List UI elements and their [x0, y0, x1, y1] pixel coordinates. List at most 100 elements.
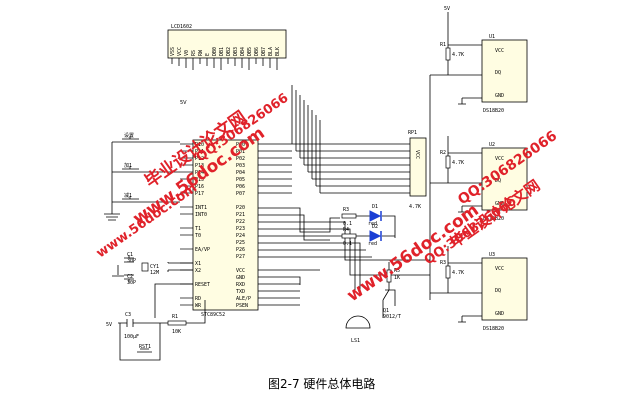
led2-color: red — [368, 241, 377, 247]
sensor-ref-2: U3 — [489, 252, 495, 258]
mcu-right-pin-7: P07 — [236, 191, 245, 197]
led-section: R3 0.1 R4 0.1 D1 D2 red red — [341, 204, 396, 247]
mcu-left-pin-18: X2 — [195, 268, 201, 274]
sensor-pullup-0 — [445, 47, 451, 61]
led2-ref: D2 — [372, 224, 378, 230]
button-switch-0[interactable] — [118, 136, 180, 143]
lcd-ref: LCD1602 — [171, 24, 192, 30]
lcd-pin-0: VSS — [170, 47, 176, 56]
led1-resistor-value: 0.1 — [343, 221, 352, 227]
mcu-left-pin-6: P16 — [195, 184, 204, 190]
sensor-res-ref-0: R1 — [440, 42, 446, 48]
mcu-right-pin-16: P27 — [236, 254, 245, 260]
crystal-ref: CY1 — [150, 264, 159, 270]
sensor-dq-2: DQ — [495, 288, 501, 294]
sensor-part-0: DS18B20 — [483, 108, 504, 114]
sensor-res-val-0: 4.7K — [452, 52, 464, 58]
sensor-res-ref-1: R2 — [440, 150, 446, 156]
sensor-gnd-1: GND — [495, 201, 504, 207]
mcu-right-pin-11: P22 — [236, 219, 245, 225]
mcu-right-pin-13: P24 — [236, 233, 245, 239]
sensor-ref-0: U1 — [489, 34, 495, 40]
crystal-c1: C1 — [127, 252, 133, 258]
crystal-icon — [141, 262, 149, 272]
crystal-c2: C2 — [127, 274, 133, 280]
buzzer-resistor-value: 1K — [394, 275, 400, 281]
sensor-vcc-1: VCC — [495, 156, 504, 162]
mcu-right-pin-1: P01 — [236, 149, 245, 155]
sensor-wires-1 — [430, 136, 482, 213]
mcu-left-pin-1: P11 — [195, 149, 204, 155]
sensor-res-val-2: 4.7K — [452, 270, 464, 276]
led1-ref: D1 — [372, 204, 378, 210]
sensor-part-1: DS18B20 — [483, 216, 504, 222]
mcu-left-pin-4: P14 — [195, 170, 204, 176]
button-label-0: 设置 — [124, 132, 134, 139]
sensor-part-2: DS18B20 — [483, 326, 504, 332]
figure-caption: 图2-7 硬件总体电路 — [268, 376, 375, 391]
button-label-1: 加1 — [124, 162, 132, 169]
lcd-pin-3: RS — [191, 50, 197, 56]
led2-resistor-ref: R4 — [343, 227, 349, 233]
sensor-ref-1: U2 — [489, 142, 495, 148]
buzzer-transistor-value: 9012/T — [383, 314, 401, 320]
led2-resistor-value: 0.1 — [343, 241, 352, 247]
mcu-right-pin-0: P00 — [236, 142, 245, 148]
mcu-left-pin-7: P17 — [195, 191, 204, 197]
reset-section: 5V C3 100μF R1 10K RST1 — [106, 283, 206, 361]
mcu-left-pin-23: WR — [195, 303, 202, 309]
led1-color: red — [368, 221, 377, 227]
lcd-pin-5: E — [205, 53, 211, 56]
buzzer-icon — [345, 315, 371, 329]
sensor-gnd-2: GND — [495, 311, 504, 317]
data-bus-wires — [258, 85, 430, 306]
mcu-chip — [192, 139, 259, 311]
mcu-right-pin-20: RXD — [236, 282, 245, 288]
reset-switch: RST1 — [139, 344, 151, 350]
mcu-right-pin-22: ALE/P — [236, 296, 251, 302]
crystal-value: 12M — [150, 270, 159, 276]
reset-cap: C3 — [125, 312, 131, 318]
sensor-dq-0: DQ — [495, 70, 501, 76]
mcu-right-pin-12: P23 — [236, 226, 245, 232]
mcu-right-pin-9: P20 — [236, 205, 245, 211]
mcu-left-pin-0: P10 — [195, 142, 204, 148]
lcd-pin-13: DB7 — [261, 47, 267, 56]
mcu-right-pin-3: P03 — [236, 163, 245, 169]
lcd-pin-14: BLA — [268, 47, 274, 56]
sensor-pullup-2 — [445, 265, 451, 279]
rp1-value: 4.7K — [409, 204, 421, 210]
mcu-left-pin-13: T0 — [195, 233, 201, 239]
sensor-res-val-1: 4.7K — [452, 160, 464, 166]
mcu-right-pin-19: GND — [236, 275, 245, 281]
sensor-res-ref-2: R3 — [440, 260, 446, 266]
mcu-right-pin-4: P04 — [236, 170, 245, 176]
button-switch-1[interactable] — [118, 166, 180, 173]
led1-resistor-ref: R3 — [343, 207, 349, 213]
mcu-left-pin-2: P12 — [195, 156, 204, 162]
lcd-pin-6: DB0 — [212, 47, 218, 56]
buzzer-resistor: R5 — [394, 268, 400, 274]
sensor-dq-1: DQ — [495, 178, 501, 184]
button-switch-2[interactable] — [118, 196, 180, 203]
lcd-pin-11: DB5 — [247, 47, 253, 56]
lcd-pin-1: VCC — [177, 47, 183, 56]
sensor-vcc-2: VCC — [495, 266, 504, 272]
lcd-pin-7: DB1 — [219, 47, 225, 56]
crystal-c1-value: 30P — [127, 258, 136, 264]
mcu-left-pin-20: RESET — [195, 282, 210, 288]
mcu-right-pin-6: P06 — [236, 184, 245, 190]
mcu-left-pin-3: P13 — [195, 163, 204, 169]
sensor-bus — [429, 12, 449, 300]
buzzer-section: R5 1K Q1 9012/T LS1 — [345, 262, 401, 344]
mcu-left-pin-17: X1 — [195, 261, 201, 267]
lcd-pin-15: BLK — [275, 47, 281, 56]
reset-res-value: 10K — [172, 329, 181, 335]
mcu-right-pin-10: P21 — [236, 212, 245, 218]
sensor-chip-1 — [481, 147, 528, 211]
buzzer-ref: LS1 — [351, 338, 360, 344]
crystal-section: C1 30P C2 30P CY1 12M — [112, 252, 193, 286]
reset-supply: 5V — [106, 322, 112, 328]
